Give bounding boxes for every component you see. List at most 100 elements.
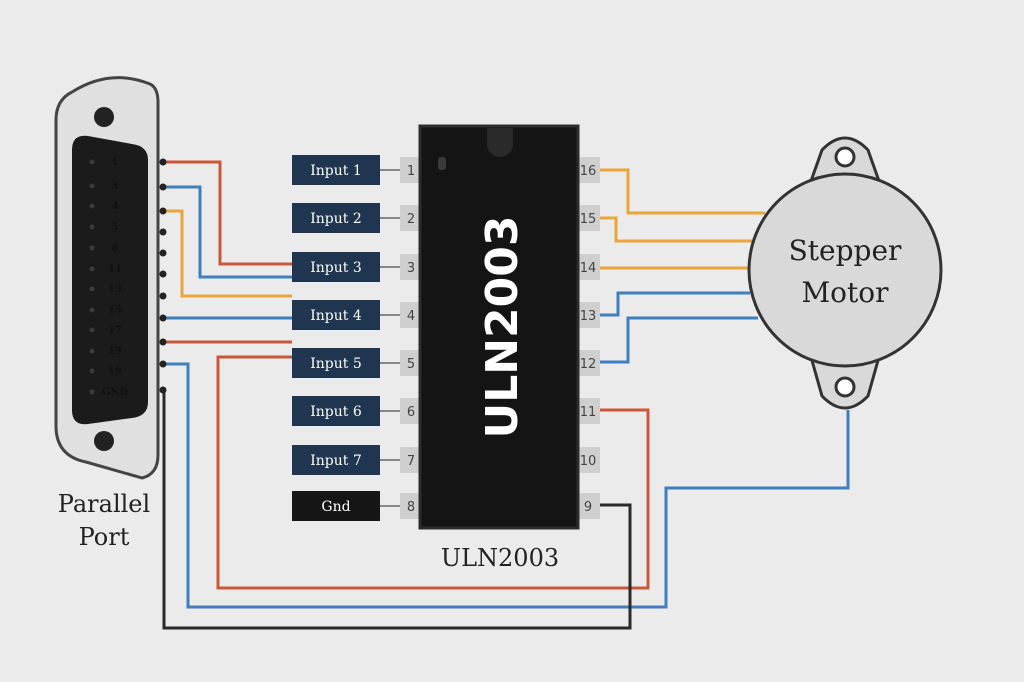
chip-pin	[576, 254, 600, 280]
terminal-dot	[159, 158, 167, 166]
connector-pin-labels: 1 3 4 5 8 11 13 15 17 19 19 GND	[102, 157, 129, 398]
chip-pin	[400, 350, 422, 376]
motor-mount-hole-bottom	[834, 376, 856, 398]
wire-pin13-to-motor	[600, 291, 750, 317]
chip-left-pins: 1 2 3 4 5 6 7 8	[400, 157, 422, 519]
pin-label: 11	[108, 264, 122, 275]
wire-pin15-to-motor	[600, 216, 752, 243]
chip-pin-number: 9	[584, 500, 592, 515]
pin-hole	[89, 327, 95, 333]
input-box	[292, 300, 380, 330]
parallel-port: 1 3 4 5 8 11 13 15 17 19 19 GND P	[54, 76, 167, 551]
terminal-dot	[159, 314, 167, 322]
port-terminal-dots	[159, 158, 167, 394]
pin-hole	[89, 307, 95, 313]
chip-pin	[400, 493, 422, 519]
pin-hole	[89, 266, 95, 272]
chip-pin	[400, 157, 422, 183]
wire-input5-to-pin11-loop	[216, 355, 650, 590]
pin-hole	[89, 183, 95, 189]
terminal-dot	[159, 228, 167, 236]
pin-hole	[89, 286, 95, 292]
chip-pin-number: 7	[407, 454, 415, 469]
input-label-1: Input 1	[310, 163, 362, 179]
chip-pin	[576, 157, 600, 183]
chip-caption: ULN2003	[441, 544, 559, 572]
chip-body-label: ULN2003	[477, 215, 528, 438]
chip-pin-number: 11	[580, 405, 597, 420]
wire-pin12-to-motor	[600, 316, 758, 364]
wires	[162, 160, 850, 630]
motor-label-line1: Stepper	[789, 234, 902, 267]
mount-hole-bottom	[94, 431, 114, 451]
parallel-port-caption-line1: Parallel	[58, 490, 150, 518]
chip-pin	[400, 398, 422, 424]
pin-hole	[89, 389, 95, 395]
chip-pin-number: 15	[580, 212, 597, 227]
input-box	[292, 396, 380, 426]
terminal-dot	[159, 360, 167, 368]
pin-label: 15	[108, 305, 122, 316]
pin-label: 17	[108, 325, 122, 336]
chip-pin	[576, 302, 600, 328]
chip-pin	[576, 398, 600, 424]
chip-pin-number: 6	[407, 405, 415, 420]
pin-label: 3	[112, 181, 119, 192]
terminal-dot	[159, 386, 167, 394]
pin-label: 13	[108, 284, 122, 295]
chip-pin-number: 10	[580, 454, 597, 469]
input-label-3: Input 3	[310, 260, 362, 276]
chip-pin	[400, 302, 422, 328]
chip-pin	[400, 205, 422, 231]
terminal-dot	[159, 249, 167, 257]
chip-notch	[487, 128, 513, 157]
wire-pp1-to-input3	[164, 160, 292, 266]
pin-label: GND	[102, 387, 129, 398]
input-label-7: Input 7	[310, 453, 362, 469]
chip-pin-number: 1	[407, 164, 415, 179]
stepper-motor: Stepper Motor	[747, 136, 943, 410]
uln2003-chip: 1 2 3 4 5 6 7 8 16 15 14 13 1	[400, 124, 600, 572]
input-box	[292, 155, 380, 185]
wire-pin16-to-motor	[600, 168, 765, 215]
parallel-port-caption-line2: Port	[79, 523, 130, 551]
chip-pin-number: 4	[407, 309, 415, 324]
chip-pin-number: 2	[407, 212, 415, 227]
pin-hole	[89, 245, 95, 251]
chip-pin-number: 12	[580, 357, 597, 372]
input-label-5: Input 5	[310, 356, 362, 372]
chip-body	[418, 124, 580, 530]
pin-label: 19	[108, 366, 122, 377]
input-leads	[380, 169, 400, 507]
terminal-dot	[159, 183, 167, 191]
terminal-dot	[159, 270, 167, 278]
input-box	[292, 445, 380, 475]
chip-pin-number: 3	[407, 261, 415, 276]
terminal-dot	[159, 338, 167, 346]
chip-pin	[576, 447, 600, 473]
chip-pin-number: 5	[407, 357, 415, 372]
input-label-4: Input 4	[310, 308, 362, 324]
connector-body	[72, 135, 148, 425]
pin-label: 1	[112, 157, 119, 168]
chip-pin	[576, 350, 600, 376]
input-label-6: Input 6	[310, 404, 362, 420]
wire-pp3-to-input3	[164, 185, 292, 279]
motor-mount-hole-top	[834, 146, 856, 168]
connector-pin-holes	[89, 159, 95, 395]
chip-pin-number: 16	[580, 164, 597, 179]
gnd-box	[292, 491, 380, 521]
pin-label: 8	[112, 243, 119, 254]
chip-pin-number: 8	[407, 500, 415, 515]
input-labels: Input 1 Input 2 Input 3 Input 4 Input 5 …	[292, 155, 380, 521]
gnd-label: Gnd	[321, 499, 350, 515]
chip-pin	[400, 447, 422, 473]
chip-pin-number: 14	[580, 261, 597, 276]
pin-hole	[89, 203, 95, 209]
pin-hole	[89, 224, 95, 230]
terminal-dot	[159, 207, 167, 215]
input-box	[292, 203, 380, 233]
chip-pin-number: 13	[580, 309, 597, 324]
chip-pin	[576, 493, 600, 519]
